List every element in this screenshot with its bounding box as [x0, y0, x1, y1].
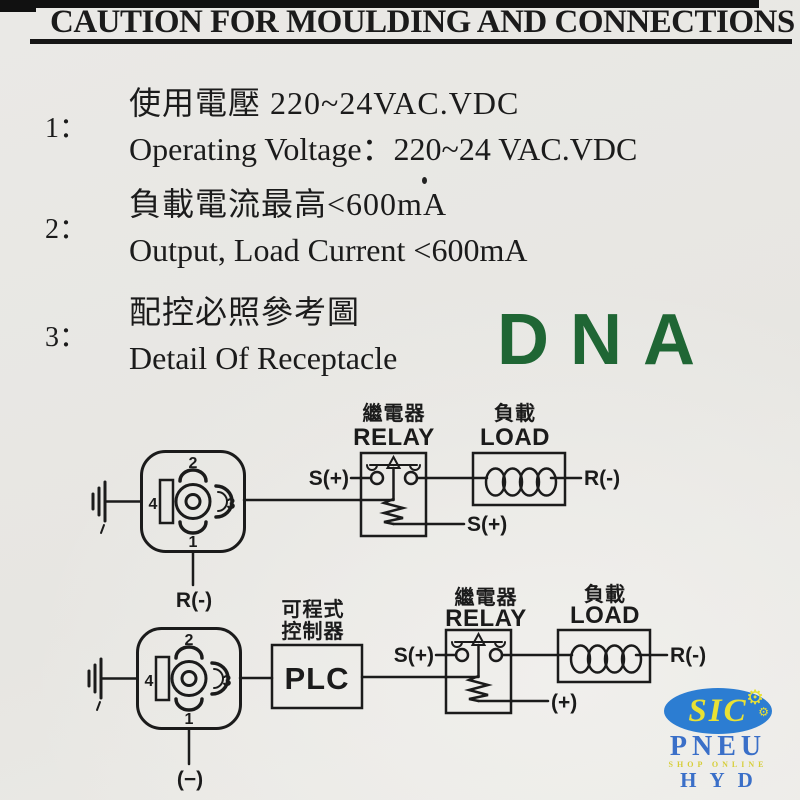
item-text-english: Detail Of Receptacle — [129, 340, 398, 376]
ink-speck — [422, 177, 427, 184]
load-label-en: LOAD — [570, 602, 640, 629]
terminal-r-minus-out: R(-) — [584, 467, 620, 490]
logo-ellipse: SIC ⚙ ⚙ — [664, 688, 772, 734]
pin-label-2: 2 — [189, 455, 198, 472]
pin-label-2: 2 — [185, 632, 194, 649]
relay-label-zh: 繼電器 — [363, 401, 426, 425]
load-label-zh: 負載 — [584, 582, 626, 606]
title-underline — [30, 39, 792, 44]
item-number: 3： — [45, 322, 88, 353]
pin-label-4: 4 — [145, 673, 154, 690]
pin-label-1: 1 — [189, 534, 198, 551]
load-box — [556, 628, 652, 684]
pin-label-1: 1 — [185, 711, 194, 728]
load-label-en: LOAD — [480, 424, 550, 451]
relay-box — [443, 628, 514, 715]
terminal-s-plus-in: S(+) — [309, 467, 349, 490]
item-number: 1： — [45, 113, 88, 144]
terminal-s-plus-coil: S(+) — [467, 513, 507, 536]
terminal-s-plus-in: S(+) — [394, 644, 434, 667]
plc-label-zh2: 控制器 — [282, 619, 345, 643]
item-text-english: Output, Load Current <600mA — [129, 232, 528, 268]
gear-icon: ⚙ — [746, 687, 764, 709]
logo-hyd-text: HYD — [680, 768, 766, 792]
plc-label-zh1: 可程式 — [282, 598, 345, 621]
wiring-diagrams: 繼電器 RELAY 負載 LOAD 2 4 3 1 S(+) R(-) S(+)… — [87, 401, 706, 791]
top-edge-bar — [33, 0, 759, 8]
pin-label-4: 4 — [149, 496, 158, 513]
relay-label-zh: 繼電器 — [455, 585, 518, 609]
top-edge-corner — [0, 0, 36, 12]
page-title: CAUTION FOR MOULDING AND CONNECTIONS — [50, 4, 795, 40]
logo-pneu-text: PNEU — [669, 731, 767, 762]
terminal-r-minus-out: R(-) — [670, 644, 706, 667]
instruction-item-2: 2： 負載電流最高<600mA Output, Load Current <60… — [45, 181, 527, 273]
pin-label-3: 3 — [223, 673, 232, 690]
diagram-relay-plc: 可程式 控制器 繼電器 RELAY 負載 LOAD 2 4 3 1 PLC S(… — [87, 582, 706, 791]
instruction-item-1: 1： 使用電壓 220~24VAC.VDC Operating Voltage：… — [45, 80, 637, 172]
logo-sic-text: SIC — [688, 692, 748, 729]
instruction-item-3: 3： 配控必照參考圖 Detail Of Receptacle — [45, 289, 397, 381]
pin-label-3: 3 — [227, 496, 236, 513]
item-text-chinese: 配控必照參考圖 — [129, 294, 361, 330]
shop-watermark-logo: SIC ⚙ ⚙ PNEU SHOP ONLINE HYD — [652, 688, 784, 791]
item-text-chinese: 使用電壓 220~24VAC.VDC — [129, 85, 520, 121]
relay-box — [358, 451, 429, 538]
receptacle-connector — [87, 626, 243, 731]
logo-tagline: SHOP ONLINE — [668, 760, 768, 769]
terminal-minus-pin1: (−) — [177, 768, 203, 791]
terminal-r-minus-pin1: R(-) — [176, 589, 212, 612]
item-text-chinese: 負載電流最高<600mA — [129, 186, 448, 222]
dna-watermark: DNA — [497, 300, 716, 380]
receptacle-connector — [91, 449, 247, 554]
gear-icon: ⚙ — [758, 705, 769, 719]
relay-label-en: RELAY — [445, 605, 527, 632]
load-label-zh: 負載 — [494, 401, 536, 425]
diagram-relay-direct: 繼電器 RELAY 負載 LOAD 2 4 3 1 S(+) R(-) S(+)… — [91, 401, 620, 612]
item-text-english: Operating Voltage：220~24 VAC.VDC — [129, 131, 638, 167]
relay-label-en: RELAY — [353, 424, 435, 451]
plc-box-text: PLC — [285, 661, 350, 696]
load-box — [471, 451, 567, 507]
terminal-plus-coil: (+) — [551, 691, 577, 714]
item-number: 2： — [45, 214, 88, 245]
